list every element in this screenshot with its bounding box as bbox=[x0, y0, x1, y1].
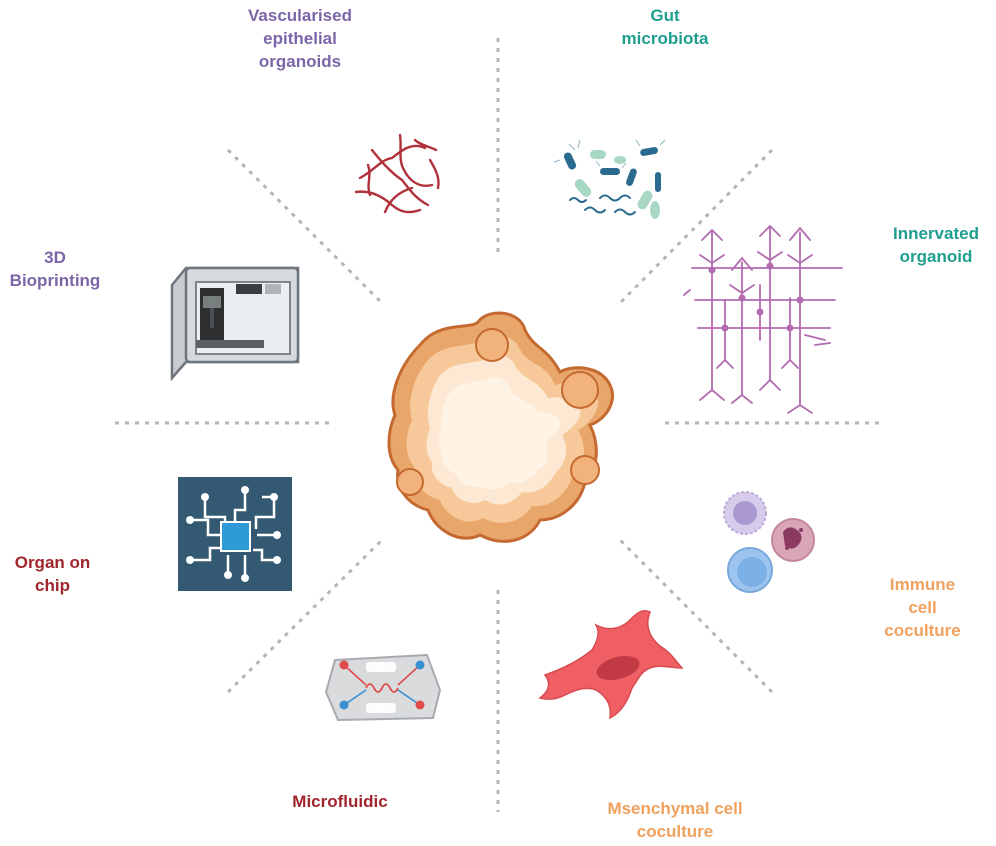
mesenchymal-cell-icon bbox=[538, 609, 684, 720]
label-gut-microbiota: Gut microbiota bbox=[621, 6, 709, 48]
label-microfluidic: Microfluidic bbox=[292, 792, 388, 811]
label-organ-on-chip: Organ on chip bbox=[14, 553, 91, 595]
microfluidic-chip-icon bbox=[324, 653, 442, 722]
neuron-icon bbox=[683, 224, 843, 414]
bacteria-icon bbox=[553, 139, 666, 219]
blood-vessel-icon bbox=[354, 133, 440, 214]
dashed-dividers bbox=[115, 38, 885, 812]
label-immune-cell-coculture: Immune cell coculture bbox=[884, 575, 961, 640]
3d-printer-icon bbox=[170, 266, 300, 382]
organoid-icon bbox=[387, 311, 614, 543]
label-mesenchymal-cell-coculture: Msenchymal cell coculture bbox=[607, 799, 743, 841]
label-innervated-organoid: Innervated organoid bbox=[893, 224, 979, 266]
label-vascularised-organoids: Vascularised epithelial organoids bbox=[248, 6, 352, 71]
circuit-chip-icon bbox=[178, 477, 292, 591]
label-3d-bioprinting: 3D Bioprinting bbox=[9, 248, 101, 290]
immune-cells-icon bbox=[723, 491, 815, 593]
neuron-cell-bodies bbox=[708, 262, 804, 332]
